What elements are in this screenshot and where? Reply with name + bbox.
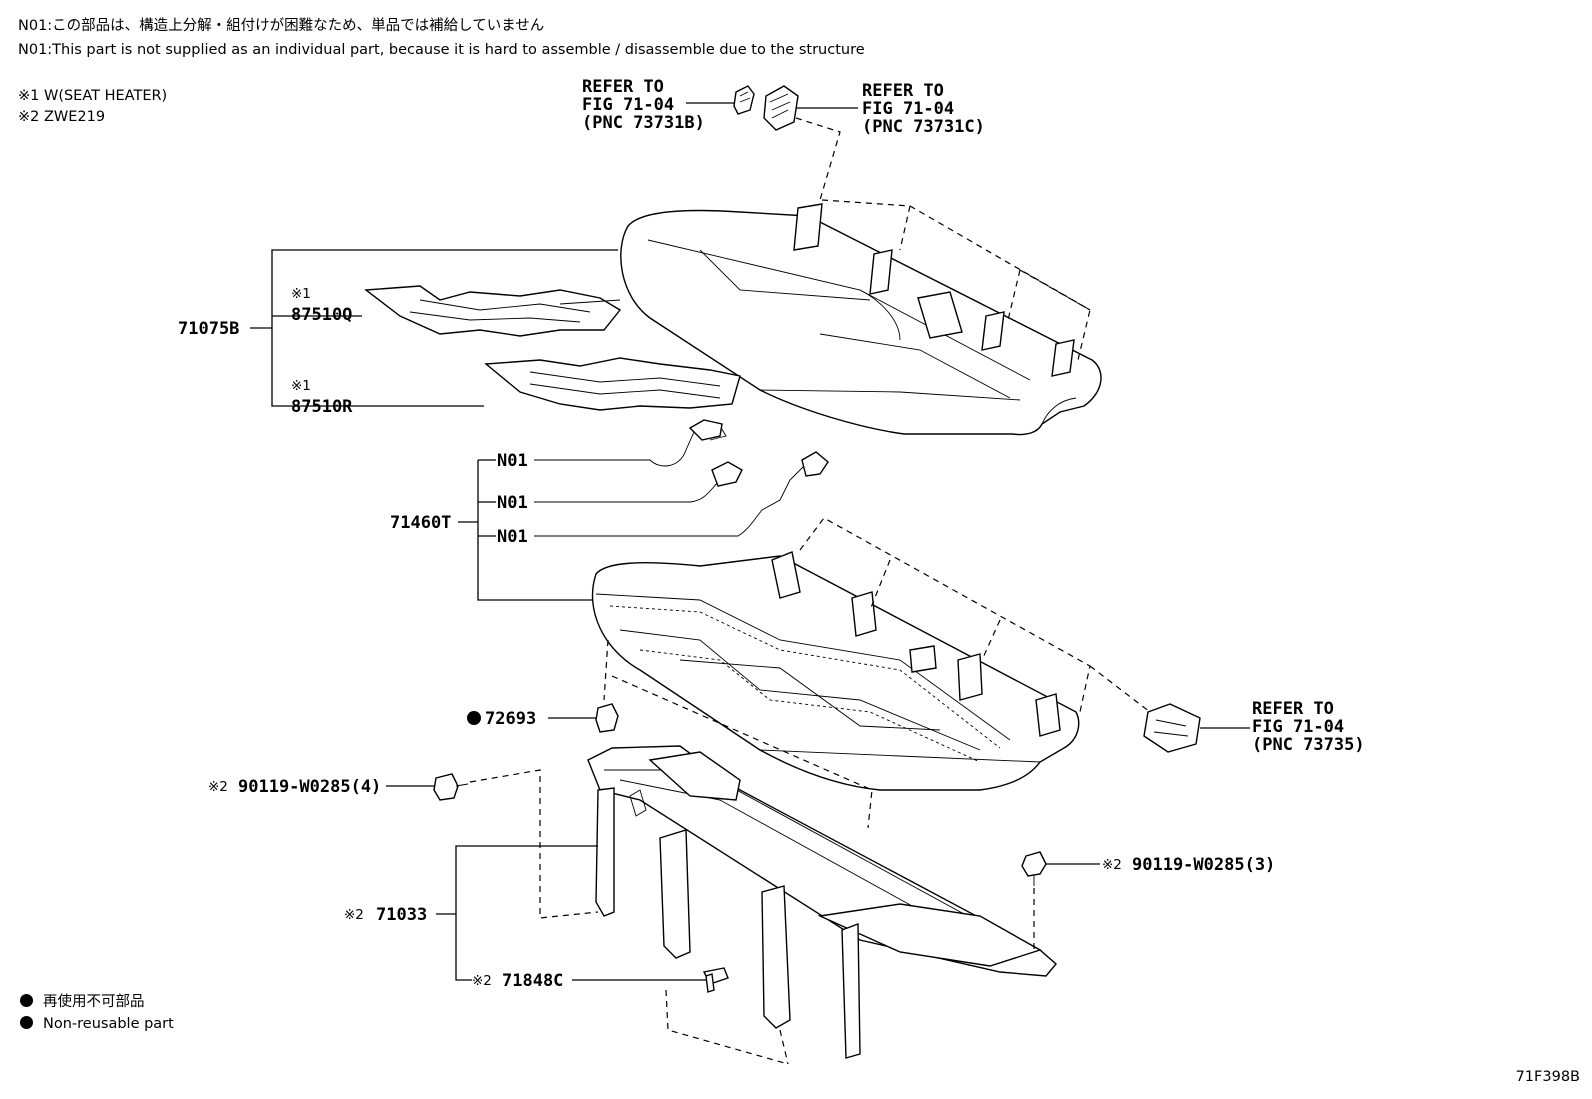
condition-mark-71033: ※2 [344,907,364,923]
svg-text:REFER TO: REFER TO [1252,699,1334,719]
clip-73731c-illustration [763,85,799,131]
condition-note-1: ※1 W(SEAT HEATER) [18,88,168,104]
legend-bullet-icon [20,1016,33,1029]
svg-text:(PNC 73731B): (PNC 73731B) [582,113,705,133]
svg-text:(PNC 73731C): (PNC 73731C) [862,117,985,137]
legend-bullet-icon [20,994,33,1007]
part-label-n01-c[interactable]: N01 [497,527,528,547]
harness-illustrations [534,419,829,537]
seat-back-cover-illustration [620,203,1102,436]
condition-mark-71848c: ※2 [472,973,492,989]
svg-text:REFER TO: REFER TO [862,81,944,101]
reference-label-73731b[interactable]: REFER TO FIG 71-04 (PNC 73731B) [582,77,705,133]
pin-71848c-illustration [702,967,729,993]
part-label-71075b[interactable]: 71075B [178,319,239,339]
part-label-n01-b[interactable]: N01 [497,493,528,513]
clip-72693-illustration [595,703,619,733]
seat-frame-illustration [587,745,1057,1059]
reference-label-73735[interactable]: REFER TO FIG 71-04 (PNC 73735) [1252,699,1365,755]
part-label-n01-a[interactable]: N01 [497,451,528,471]
svg-text:(PNC 73735): (PNC 73735) [1252,735,1365,755]
seat-heater-87510r-illustration [484,357,741,411]
non-reusable-marker-72693 [467,711,481,725]
legend-japanese: 再使用不可部品 [18,990,145,1011]
legend-english: Non-reusable part [18,1016,174,1032]
note-n01-english: N01:This part is not supplied as an indi… [18,42,865,58]
svg-text:FIG 71-04: FIG 71-04 [1252,717,1344,737]
seat-heater-87510q-illustration [364,285,622,337]
note-n01-japanese: N01:この部品は、構造上分解・組付けが困難なため、単品では補給していません [18,18,545,34]
reference-label-73731c[interactable]: REFER TO FIG 71-04 (PNC 73731C) [862,81,985,137]
part-label-90119-w0285-3[interactable]: 90119-W0285(3) [1132,855,1275,875]
condition-mark-87510q: ※1 [291,286,311,302]
part-label-71033[interactable]: 71033 [376,905,427,925]
condition-mark-87510r: ※1 [291,378,311,394]
figure-id: 71F398B [1515,1069,1580,1085]
bolt-right-illustration [1021,851,1047,886]
seat-cushion-cover-illustration [591,551,1080,791]
svg-text:FIG 71-04: FIG 71-04 [582,95,674,115]
part-label-90119-w0285-4[interactable]: 90119-W0285(4) [238,777,381,797]
part-label-71848c[interactable]: 71848C [502,971,563,991]
svg-text:FIG 71-04: FIG 71-04 [862,99,954,119]
condition-note-2: ※2 ZWE219 [18,109,106,125]
clip-73735-illustration [1143,703,1201,753]
condition-mark-bolt-left: ※2 [208,779,228,795]
part-label-87510q[interactable]: 87510Q [291,305,352,325]
part-label-71460t[interactable]: 71460T [390,513,451,533]
clip-73731b-illustration [733,85,755,115]
part-label-87510r[interactable]: 87510R [291,397,353,417]
svg-text:REFER TO: REFER TO [582,77,664,97]
part-label-72693[interactable]: 72693 [485,709,536,729]
condition-mark-bolt-right: ※2 [1102,857,1122,873]
bolt-left-illustration [433,773,469,801]
